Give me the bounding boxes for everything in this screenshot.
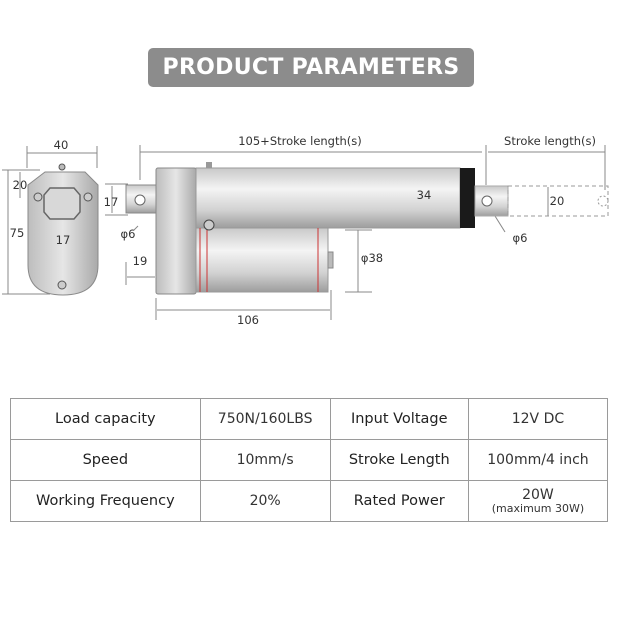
dim-motor-diameter: φ38	[361, 251, 383, 265]
actuator-diagram: 40 75 20 17 105+Stroke length(s) Stroke …	[2, 134, 609, 327]
spec-value-cell: 20W (maximum 30W)	[467, 480, 609, 522]
spec-label: Working Frequency	[10, 480, 201, 522]
dim-motor-length: 106	[237, 313, 259, 327]
spec-label: Stroke Length	[329, 439, 469, 481]
dim-total-length: 105+Stroke length(s)	[238, 134, 362, 148]
spec-label: Load capacity	[10, 398, 201, 440]
spec-value: 20W	[522, 487, 554, 503]
dim-clevis-height: 17	[104, 195, 119, 209]
spec-value: 20%	[199, 480, 331, 522]
specs-table: Load capacity 750N/160LBS Input Voltage …	[10, 398, 609, 522]
dim-side-height: 75	[10, 226, 25, 240]
table-row: Load capacity 750N/160LBS Input Voltage …	[10, 398, 609, 440]
spec-value: 750N/160LBS	[199, 398, 331, 440]
actuator-body	[125, 162, 609, 295]
dim-rod-width: 20	[550, 194, 565, 208]
dim-side-width: 40	[54, 138, 69, 152]
dim-side-top: 20	[13, 178, 28, 192]
spec-value: 10mm/s	[199, 439, 331, 481]
dim-clevis-hole: φ6	[121, 227, 136, 241]
spec-label: Speed	[10, 439, 201, 481]
dim-gear-offset: 19	[133, 254, 148, 268]
spec-value: 12V DC	[467, 398, 609, 440]
spec-value-note: (maximum 30W)	[491, 502, 585, 515]
spec-value: 100mm/4 inch	[467, 439, 609, 481]
dim-rod-hole: φ6	[513, 231, 528, 245]
dim-tube-diameter: 34	[417, 188, 432, 202]
page-title: PRODUCT PARAMETERS	[148, 48, 474, 87]
table-row: Speed 10mm/s Stroke Length 100mm/4 inch	[10, 439, 609, 481]
table-row: Working Frequency 20% Rated Power 20W (m…	[10, 480, 609, 522]
side-view-plate	[27, 163, 99, 296]
dim-stroke-length: Stroke length(s)	[504, 134, 596, 148]
spec-label: Input Voltage	[329, 398, 469, 440]
spec-label: Rated Power	[329, 480, 469, 522]
dim-side-square: 17	[56, 233, 71, 247]
